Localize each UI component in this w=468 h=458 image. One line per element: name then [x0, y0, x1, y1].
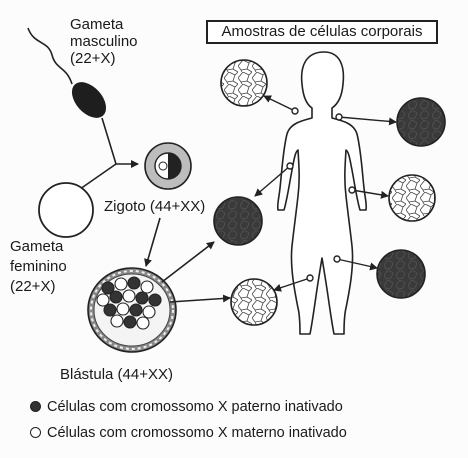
body-samples: [213, 59, 446, 326]
fertilization-arrow: [101, 117, 139, 168]
female-gamete-label-line1: Gameta: [10, 238, 64, 255]
egg-icon: [38, 182, 94, 238]
dark-dot-icon: [30, 401, 41, 412]
legend-light: Células com cromossomo X materno inativa…: [30, 424, 347, 442]
woman-silhouette: [276, 51, 368, 335]
zygote-label: Zigoto (44+XX): [104, 198, 206, 215]
legend-dark: Células com cromossomo X paterno inativa…: [30, 398, 343, 416]
male-gamete-chromosomes: (22+X): [70, 50, 116, 67]
sample-dark-2: [213, 196, 263, 246]
sample-dark-3: [376, 249, 426, 299]
samples-title: Amostras de células corporais: [206, 20, 438, 44]
sperm-icon: [27, 27, 107, 118]
male-gamete-label-line2: masculino: [70, 33, 138, 50]
legend-light-text: Células com cromossomo X materno inativa…: [47, 425, 347, 441]
zygote-to-blastula-arrow: [144, 217, 161, 267]
female-gamete-label-line2: feminino: [10, 258, 67, 275]
sample-light-1: [220, 59, 268, 107]
male-gamete-label-line1: Gameta: [70, 16, 124, 33]
blastula-icon: [87, 267, 177, 353]
sample-dark-1: [396, 97, 446, 147]
sample-light-3: [230, 278, 278, 326]
blastula-to-dark-sample-arrow: [161, 241, 215, 283]
light-dot-icon: [30, 427, 41, 438]
zygote-icon: [144, 142, 192, 190]
blastula-to-light-sample-arrow: [169, 294, 231, 303]
sample-pointers: [254, 95, 397, 292]
female-gamete-chromosomes: (22+X): [10, 278, 56, 295]
blastula-label: Blástula (44+XX): [60, 366, 173, 383]
sample-light-2: [388, 174, 436, 222]
legend-dark-text: Células com cromossomo X paterno inativa…: [47, 399, 343, 415]
